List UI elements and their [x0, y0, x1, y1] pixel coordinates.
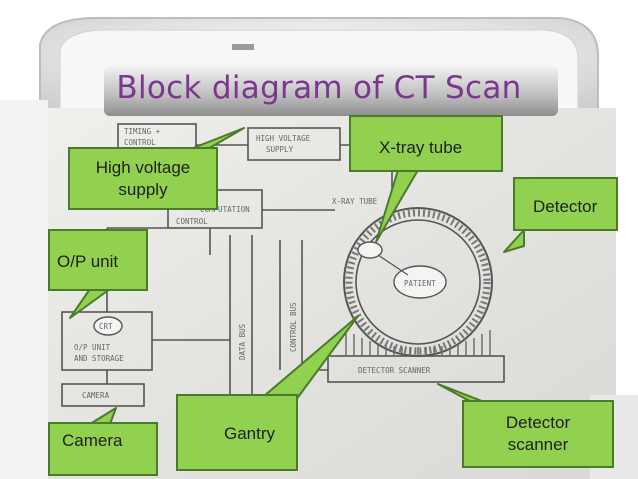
op-label-1: O/P UNIT: [74, 343, 111, 352]
callout-camera: Camera: [48, 422, 158, 476]
callout-detector: Detector: [513, 177, 618, 231]
callout-high-voltage-supply: High voltage supply: [68, 147, 218, 210]
callout-camera-text: Camera: [62, 431, 123, 450]
title-band: [104, 66, 558, 116]
callout-detector-text: Detector: [533, 197, 598, 216]
callout-op-unit: O/P unit: [48, 229, 148, 291]
hv-label-2: SUPPLY: [266, 145, 294, 154]
page-title: Block diagram of CT Scan: [116, 70, 522, 106]
data-bus-label: DATA BUS: [238, 323, 247, 360]
scanner-schematic-label: DETECTOR SCANNER: [358, 366, 431, 375]
high-voltage-block: [247, 127, 341, 161]
xray-schematic-label: X-RAY TUBE: [332, 197, 378, 206]
camera-block: [61, 383, 145, 407]
detector-pointer: [503, 229, 525, 253]
callout-op-unit-text: O/P unit: [57, 252, 119, 271]
callout-detector-scanner: Detector scanner: [462, 400, 614, 468]
xray-pointer: [375, 169, 419, 243]
patient-label: PATIENT: [404, 279, 436, 288]
crt-label: CRT: [99, 322, 113, 331]
callout-xray-text: X-tray tube: [379, 138, 463, 157]
crt-shape: [93, 316, 123, 336]
callout-high-voltage-line1: High voltage: [95, 157, 191, 177]
callout-high-voltage-line2: supply: [118, 179, 168, 199]
callout-detector-scanner-line2: scanner: [507, 435, 569, 454]
callout-detector-scanner-line1: Detector: [505, 413, 571, 432]
op-unit-pointer: [69, 288, 111, 319]
camera-schematic-label: CAMERA: [82, 391, 110, 400]
control-bus-label: CONTROL BUS: [289, 302, 298, 352]
callout-xray-tube: X-tray tube: [349, 115, 503, 172]
callout-gantry-text: Gantry: [224, 424, 276, 443]
callout-gantry: Gantry: [176, 394, 298, 471]
timing-label-2: CONTROL: [124, 138, 156, 147]
control-label: CONTROL: [176, 217, 208, 226]
computation-label: COMPUTATION: [200, 205, 250, 214]
xray-tube-shape: [357, 241, 383, 259]
gantry-ring: [343, 207, 493, 357]
hv-label-1: HIGH VOLTAGE: [256, 134, 311, 143]
op-label-2: AND STORAGE: [74, 354, 124, 363]
timing-label-1: TIMING +: [124, 127, 161, 136]
